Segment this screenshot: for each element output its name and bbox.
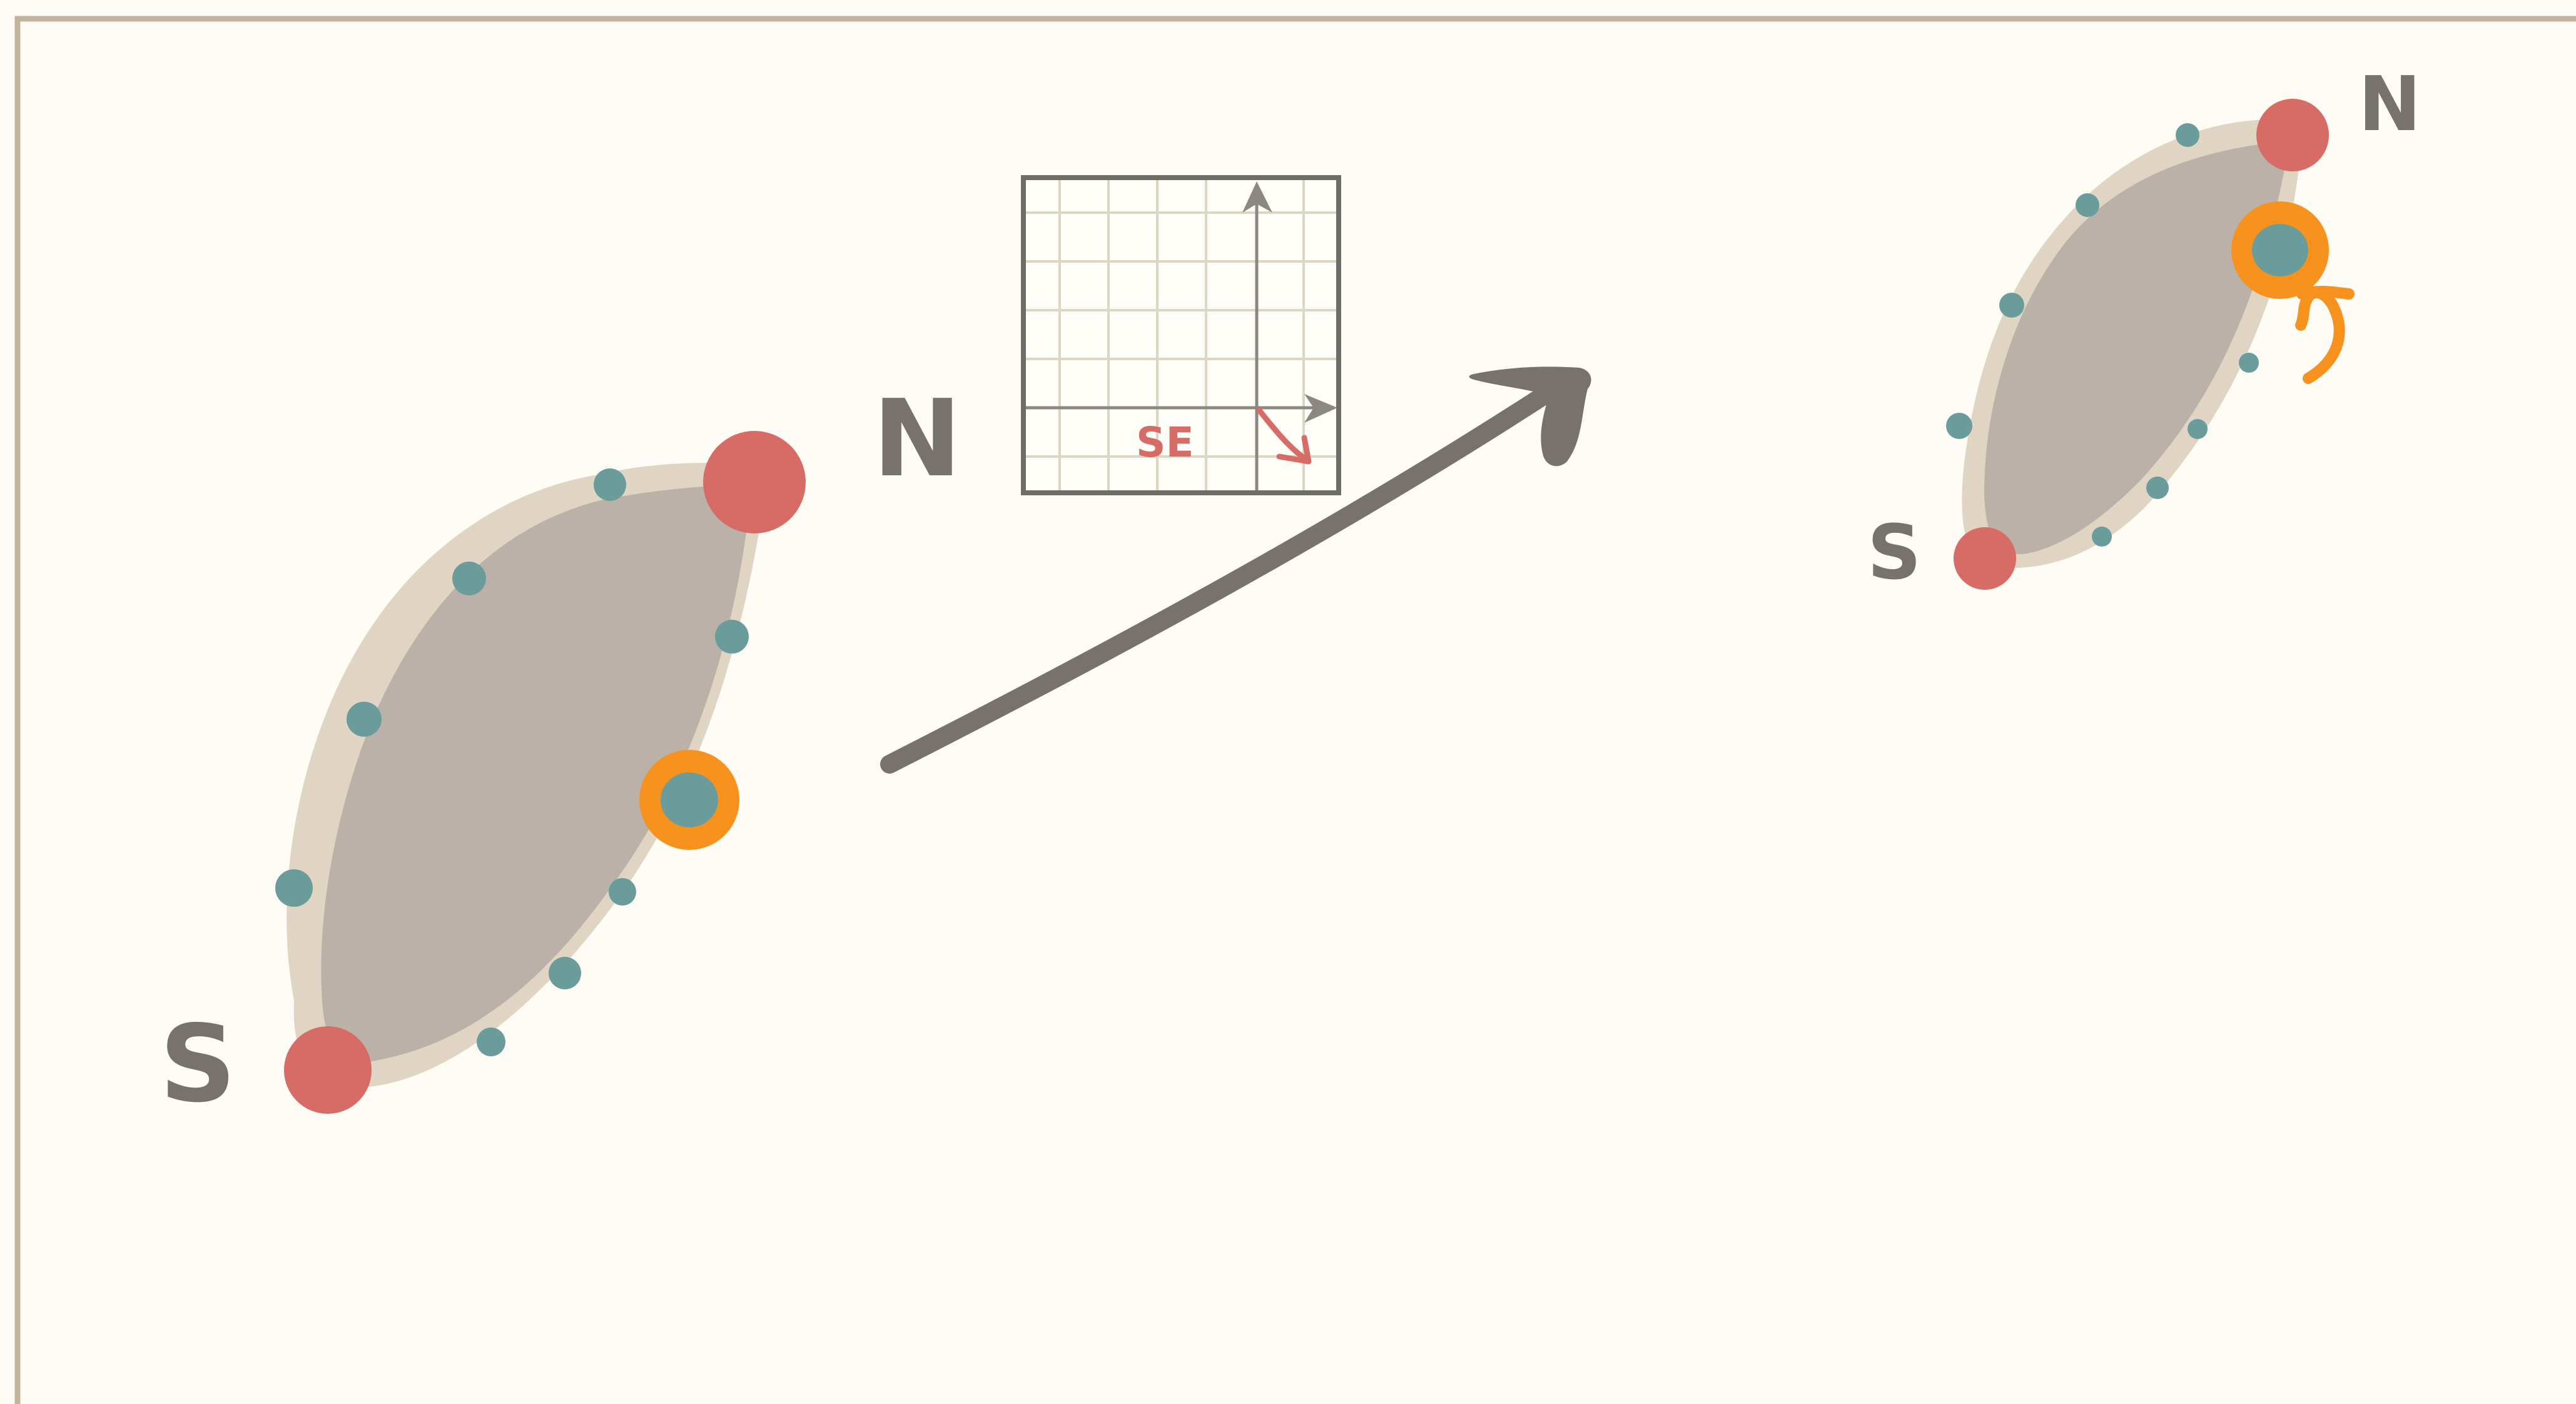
right-blob-dot bbox=[2239, 353, 2259, 373]
left-blob-dot bbox=[594, 468, 626, 501]
right-blob-dot bbox=[2188, 419, 2208, 439]
left-blob-dot bbox=[549, 957, 581, 989]
left-blob: N S bbox=[160, 377, 961, 1126]
right-blob-dot bbox=[2076, 193, 2099, 217]
left-highlight-dot bbox=[661, 772, 718, 827]
left-blob-dot bbox=[275, 869, 313, 907]
left-south-label: S bbox=[160, 1002, 236, 1126]
right-blob-dot bbox=[2092, 527, 2112, 547]
right-south-label: S bbox=[1867, 510, 1921, 597]
right-blob-dot bbox=[2146, 477, 2169, 499]
rotation-arrowhead bbox=[2302, 291, 2349, 294]
left-blob-dot bbox=[609, 878, 636, 906]
left-blob-dot bbox=[477, 1028, 505, 1056]
compass-grid: SE bbox=[1023, 178, 1339, 493]
transform-arrowhead bbox=[1469, 366, 1591, 466]
left-north-pole bbox=[703, 431, 806, 533]
right-blob-dot bbox=[1999, 293, 2024, 318]
right-north-label: N bbox=[2358, 61, 2421, 148]
right-north-pole bbox=[2256, 99, 2329, 171]
right-south-pole bbox=[1954, 527, 2016, 590]
left-blob-dot bbox=[452, 562, 486, 595]
right-blob-dot bbox=[1946, 413, 1972, 439]
right-blob: N S bbox=[1867, 61, 2421, 597]
left-south-pole bbox=[284, 1026, 372, 1114]
right-highlight-dot bbox=[2252, 224, 2308, 276]
rotation-arrow-icon bbox=[2301, 293, 2340, 378]
se-label: SE bbox=[1136, 418, 1194, 467]
left-blob-dot bbox=[347, 702, 382, 737]
right-blob-dot bbox=[2176, 123, 2199, 147]
left-north-label: N bbox=[873, 377, 961, 501]
left-blob-dot bbox=[715, 620, 749, 654]
